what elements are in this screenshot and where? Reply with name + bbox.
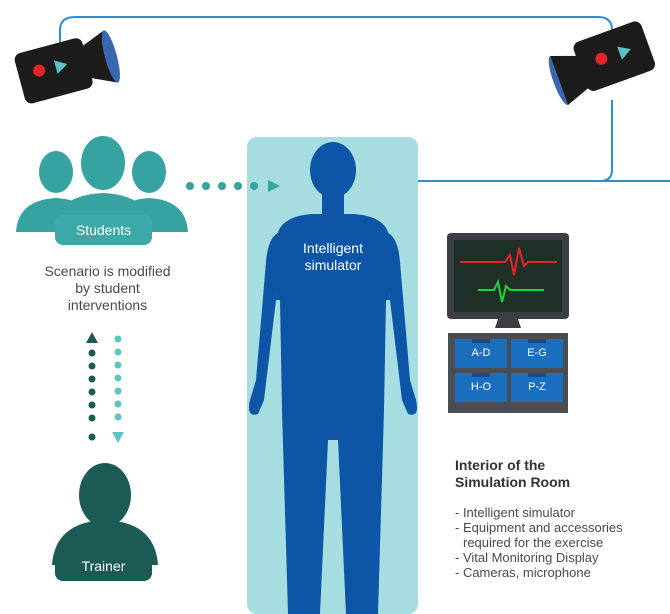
drawer-label: H-O — [470, 381, 492, 393]
interior-list-item: - Intelligent simulator — [455, 505, 575, 520]
students-to-simulator-arrow — [186, 180, 280, 192]
video-camera-icon — [14, 30, 120, 104]
simulator-label-line: Intelligent — [303, 240, 363, 256]
human-body-icon — [249, 142, 417, 614]
feedback-arrows — [86, 332, 124, 443]
vital-monitor-icon — [447, 233, 569, 328]
students-label: Students — [75, 222, 132, 238]
simulator-label-line: simulator — [304, 257, 362, 273]
trainer-label: Trainer — [81, 558, 126, 574]
drawer-label: A-D — [471, 347, 491, 359]
interior-title-line: Interior of the — [455, 457, 546, 473]
drawer-label: E-G — [527, 347, 547, 359]
video-camera-icon — [548, 21, 656, 105]
simulator-label: Intelligent simulator — [270, 240, 396, 274]
drawer-cabinet-icon — [448, 333, 568, 413]
students-caption: Scenario is modified by student interven… — [20, 263, 195, 314]
person-icon — [52, 463, 158, 565]
interior-description: Interior of the Simulation Room - Intell… — [455, 457, 670, 580]
camera-connection-line — [59, 16, 613, 65]
interior-title: Interior of the Simulation Room — [455, 457, 670, 491]
interior-list-item: required for the exercise — [463, 535, 604, 550]
students-caption-line: interventions — [67, 297, 148, 313]
trainer-label-bg — [55, 551, 152, 581]
interior-list-item: - Equipment and accessories — [455, 520, 623, 535]
students-label-bg — [55, 215, 152, 245]
interior-list-item: - Cameras, microphone — [455, 565, 591, 580]
interior-list: - Intelligent simulator - Equipment and … — [455, 505, 670, 580]
simulator-feed-line — [383, 100, 670, 182]
students-caption-line: by student — [75, 280, 140, 296]
interior-list-item: - Vital Monitoring Display — [455, 550, 599, 565]
students-caption-line: Scenario is modified — [44, 263, 171, 279]
interior-title-line: Simulation Room — [455, 474, 571, 490]
drawer-label: P-Z — [528, 381, 546, 393]
